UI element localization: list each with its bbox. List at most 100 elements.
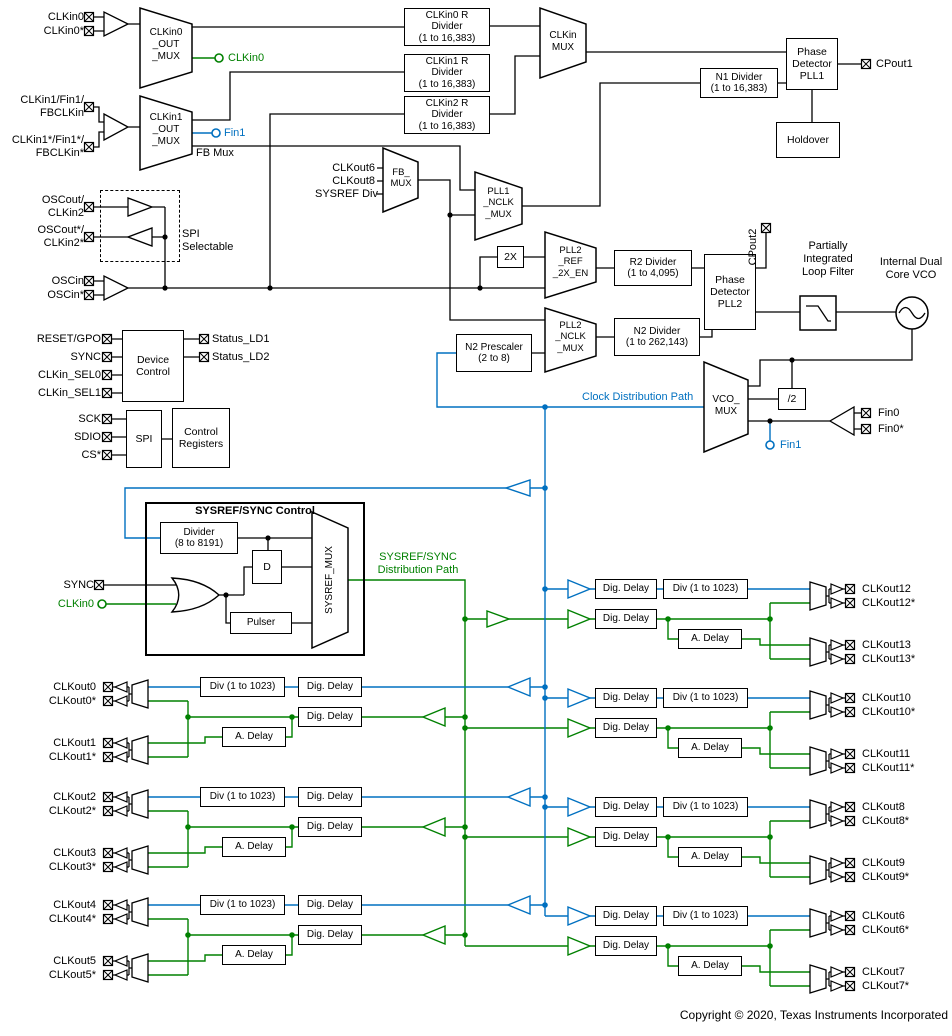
clkout0-cluster [104,680,149,708]
lowpass-icon [806,305,831,322]
clock-distribution-path-label: Clock Distribution Path [582,391,694,403]
out-label-clkout9s: CLKout9* [862,871,910,883]
clkout5-cluster [104,954,149,982]
out-label-clkout6: CLKout6 [862,910,905,922]
net-label-fin1-top: Fin1 [224,127,246,139]
sysref-distribution-path-label: SYSREF/SYNC Distribution Path [377,551,459,576]
out-label-clkout0s: CLKout0* [48,695,96,707]
out-label-clkout3: CLKout3 [53,847,96,859]
out-label-clkout1: CLKout1 [53,737,96,749]
pin-label-clkin0: CLKin0 [47,11,84,23]
pin-label-sync: SYNC [70,351,101,363]
n2-prescaler: N2 Prescaler (2 to 8) [456,334,532,372]
out-label-clkout13s: CLKout13* [862,653,916,665]
sysref-divider: Divider (8 to 8191) [160,522,238,554]
fb-mux-note: FB Mux [196,147,234,159]
net-label-clkin0: CLKin0 [228,52,265,64]
oscout-buffer-a-icon [127,197,154,217]
net-label-fin1-bottom: Fin1 [780,439,802,451]
vco-mux-label: VCO_ MUX [712,394,740,417]
net-rings [97,53,775,609]
pin-label-clkin0b: CLKin0* [43,25,84,37]
pin-label-clkin-sel1: CLKin_SEL1 [38,387,101,399]
pin-label-sync2: SYNC [63,579,94,591]
clkout3-cluster [104,846,149,874]
out-label-clkout7: CLKout7 [862,966,905,978]
pin-label-sdio: SDIO [74,431,101,443]
oscin-buffer-icon [103,274,130,302]
pin-label-oscoutb: OSCout*/ CLKin2* [37,224,84,249]
out-label-clkout4s: CLKout4* [48,913,96,925]
fb-mux-label: FB_ MUX [390,167,412,190]
n2-divider: N2 Divider (1 to 262,143) [614,318,700,356]
clkout13-cluster [810,638,855,666]
clkin1-buffer-icon [103,112,130,142]
dig-delay-clkout1: Dig. Delay [298,707,362,727]
copyright-text: Copyright © 2020, Texas Instruments Inco… [679,1008,948,1022]
pll2-nclk-mux-shape [544,306,597,374]
dig-delay-clkout0: Dig. Delay [298,677,362,697]
clkout6-cluster [810,909,855,937]
dig-delay-clkout10: Dig. Delay [595,688,657,708]
clkout9-cluster [810,856,855,884]
r2-divider: R2 Divider (1 to 4,095) [614,250,692,286]
out-label-clkout5s: CLKout5* [48,969,96,981]
loop-filter-label: Partially Integrated Loop Filter [802,240,854,278]
pin-label-clkin0-green: CLKin0 [57,598,94,610]
green-buffers [421,608,592,957]
out-label-clkout11s: CLKout11* [862,762,915,774]
pll2-nclk-mux-label: PLL2 _NCLK _MUX [555,320,586,354]
pin-label-cs: CS* [81,449,101,461]
pll1-nclk-mux-label: PLL1 _NCLK _MUX [483,186,514,220]
div-box-clkout12: Div (1 to 1023) [663,579,748,599]
out-label-clkout1s: CLKout1* [48,751,96,763]
out-label-clkout4: CLKout4 [53,899,96,911]
fin0-buffer-icon [828,405,855,437]
black-wires [93,16,913,624]
oscout-buffer-b-icon [126,227,153,247]
phase-detector-pll2: Phase Detector PLL2 [704,254,756,330]
clkout11-cluster [810,747,855,775]
device-control-block: Device Control [122,330,184,402]
out-label-clkout2s: CLKout2* [48,805,96,817]
vco-label: Internal Dual Core VCO [879,256,943,281]
spi-block: SPI [126,410,162,468]
a-delay-clkout13: A. Delay [678,629,742,649]
n1-divider: N1 Divider (1 to 16,383) [700,68,778,98]
clkin0-r-divider: CLKin0 R Divider (1 to 16,383) [404,8,490,46]
pll1-nclk-mux-shape [474,170,523,242]
dig-delay-clkout2: Dig. Delay [298,787,362,807]
a-delay-clkout7: A. Delay [678,956,742,976]
blue-wires [124,132,810,917]
pin-label-clkin1b: CLKin1*/Fin1*/ FBCLKin* [11,134,84,159]
pin-label-cpout2: CPout2 [747,228,759,266]
sysref-mux-shape [311,510,349,650]
out-label-clkout8: CLKout8 [862,801,905,813]
clkin1-out-mux-label: CLKin1 _OUT _MUX [149,112,183,147]
loop-filter-box [799,295,837,331]
sysref-sync-control-box [145,502,365,656]
dig-delay-clkout6: Dig. Delay [595,906,657,926]
dig-delay-clkout8: Dig. Delay [595,797,657,817]
control-registers-block: Control Registers [172,408,230,468]
out-label-clkout0: CLKout0 [53,681,96,693]
sine-icon [898,306,926,320]
out-label-clkout6s: CLKout6* [862,924,910,936]
pin-label-status-ld1: Status_LD1 [212,333,270,345]
phase-detector-pll1: Phase Detector PLL1 [786,38,838,90]
out-label-clkout8s: CLKout8* [862,815,910,827]
dig-delay-clkout9: Dig. Delay [595,827,657,847]
pin-label-fin0: Fin0 [878,407,900,419]
out-label-clkout7s: CLKout7* [862,980,910,992]
pulser-block: Pulser [230,612,292,634]
out-label-clkout9: CLKout9 [862,857,905,869]
out-label-clkout5: CLKout5 [53,955,96,967]
out-label-clkout10: CLKout10 [862,692,911,704]
dig-delay-clkout3: Dig. Delay [298,817,362,837]
or-gate [170,577,221,613]
dig-delay-clkout4: Dig. Delay [298,895,362,915]
div-box-clkout8: Div (1 to 1023) [663,797,748,817]
pin-label-sck: SCK [78,413,101,425]
